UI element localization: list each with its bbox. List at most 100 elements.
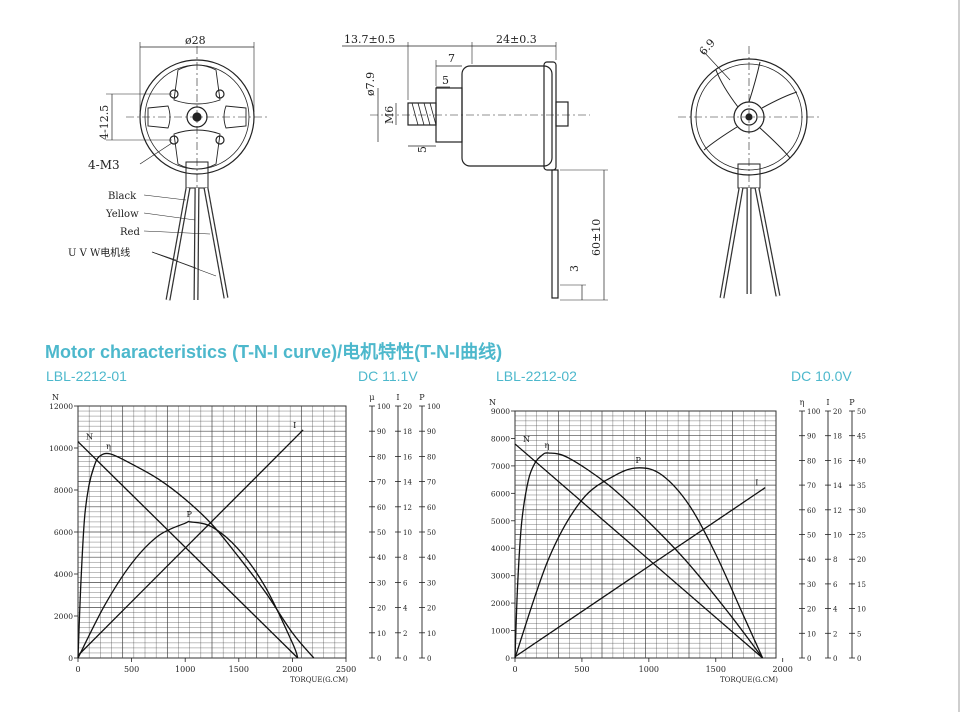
side-shaft-diameter-label: ø7.9 xyxy=(364,72,377,96)
chart-1-I-tick-label: 12 xyxy=(403,504,412,512)
chart-2-series-i xyxy=(514,487,766,658)
rear-view-labels: 6.9 xyxy=(697,36,718,58)
phase-wire-label: U V W电机线 xyxy=(68,246,130,259)
chart-2-n-axis-label: N xyxy=(489,398,496,407)
chart-1-voltage: DC 11.1V xyxy=(358,368,418,384)
rear-spoke-2 xyxy=(761,91,798,109)
chart-1-series-label-p: P xyxy=(187,510,193,519)
leader-yellow xyxy=(143,212,196,221)
chart-2-P-tick-label: 5 xyxy=(857,630,861,638)
side-collar-length-label: 7 xyxy=(448,52,455,65)
chart-1-I-tick-label: 8 xyxy=(403,554,407,562)
wire-label-black: Black xyxy=(108,191,137,202)
chart-1-P-tick-label: 20 xyxy=(427,605,436,613)
chart-2-P-tick-label: 25 xyxy=(857,532,866,540)
chart-2-P-tick-label: 30 xyxy=(857,507,866,515)
chart-1-I-tick-label: 6 xyxy=(403,579,408,587)
chart-1-series-label-n: N xyxy=(86,433,93,442)
chart-2-x-tick-label: 2000 xyxy=(773,665,793,674)
rear-spoke-5 xyxy=(748,61,761,103)
chart-1-P-tick-label: 70 xyxy=(427,479,436,487)
front-mount-spacing-label: 4-12.5 xyxy=(98,105,111,140)
rear-vent-label: 6.9 xyxy=(697,36,718,58)
chart-1-n-tick-label: 10000 xyxy=(49,444,73,453)
chart-2-n-tick-label: 3000 xyxy=(491,572,510,581)
rear-spoke-4 xyxy=(703,126,738,151)
chart-2-eta-tick-label: 10 xyxy=(807,630,816,638)
chart-1-P-tick-label: 50 xyxy=(427,529,436,537)
chart-2-x-tick-label: 1000 xyxy=(639,665,659,674)
side-thread-label: M6 xyxy=(383,106,396,124)
chart-1-P-tick-label: 0 xyxy=(427,655,431,663)
chart-1-series-n xyxy=(77,441,299,659)
chart-2-eta-tick-label: 60 xyxy=(807,507,816,515)
chart-2-P-tick-label: 35 xyxy=(857,482,866,490)
chart-1-eta-tick-label: 60 xyxy=(377,504,386,512)
chart-1-eta-tick-label: 20 xyxy=(377,605,386,613)
leader-black xyxy=(143,194,187,201)
chart-1-I-tick-label: 4 xyxy=(403,605,408,613)
chart-1-eta-tick-label: 80 xyxy=(377,453,386,461)
chart-1-P-tick-label: 80 xyxy=(427,453,436,461)
chart-2-I-tick-label: 14 xyxy=(833,482,842,490)
chart-1-n-tick-label: 0 xyxy=(68,654,73,663)
chart-2-n-tick-label: 5000 xyxy=(491,517,510,526)
chart-2-I-axis-label: I xyxy=(826,398,829,407)
chart-2-series-label-eta: η xyxy=(544,441,549,450)
chart-1-x-tick-label: 1000 xyxy=(175,665,195,674)
chart-2-I-tick-label: 12 xyxy=(833,507,842,515)
chart-1-P-tick-label: 10 xyxy=(427,630,436,638)
chart-2-I-tick-label: 6 xyxy=(833,581,838,589)
chart-2-n-tick-label: 6000 xyxy=(491,489,510,498)
chart-2-P-tick-label: 40 xyxy=(857,457,866,465)
side-collar-inner-label: 5 xyxy=(442,74,449,87)
chart-1-I-tick-label: 10 xyxy=(403,529,412,537)
rear-view xyxy=(678,46,822,299)
front-slot-left xyxy=(147,105,171,129)
chart-1-n-tick-label: 12000 xyxy=(49,402,73,411)
chart-2-n-tick-label: 4000 xyxy=(491,544,510,553)
chart-2-I-tick-label: 16 xyxy=(833,457,842,465)
chart-1-eta-tick-label: 10 xyxy=(377,630,386,638)
chart-2-I-tick-label: 20 xyxy=(833,408,842,416)
chart-1-P-tick-label: 90 xyxy=(427,428,436,436)
chart-2-eta-tick-label: 20 xyxy=(807,606,816,614)
section-title: Motor characteristics (T-N-I curve)/电机特性… xyxy=(45,342,503,362)
side-view-labels: 13.7±0.5 24±0.3 7 5 ø7.9 M6 5 60±10 3 xyxy=(344,33,603,272)
chart-1-eta-tick-label: 50 xyxy=(377,529,386,537)
chart-1-eta-tick-label: 30 xyxy=(377,579,386,587)
chart-1-x-axis-label: TORQUE(G.CM) xyxy=(290,676,348,684)
chart-2-eta-axis-label: η xyxy=(800,398,805,407)
chart-1-P-tick-label: 60 xyxy=(427,504,436,512)
chart-1-eta-axis-label: μ xyxy=(369,393,374,402)
chart-2-eta-tick-label: 80 xyxy=(807,457,816,465)
side-body-length-label: 24±0.3 xyxy=(496,33,537,46)
chart-2-series-label-i: I xyxy=(755,479,758,488)
chart-2-I-tick-label: 10 xyxy=(833,532,842,540)
front-view xyxy=(106,42,268,301)
chart-2-series-label-n: N xyxy=(523,435,530,444)
chart-1-I-tick-label: 18 xyxy=(403,428,412,436)
chart-2-eta-tick-label: 40 xyxy=(807,556,816,564)
chart-1-eta-tick-label: 0 xyxy=(377,655,381,663)
chart-2-x-axis-label: TORQUE(G.CM) xyxy=(720,676,778,684)
mount-hole-4 xyxy=(215,135,225,145)
chart-2-voltage: DC 10.0V xyxy=(791,368,852,384)
side-body xyxy=(461,65,553,167)
chart-1-series-label-i: I xyxy=(293,421,296,430)
chart-1-eta-tick-label: 100 xyxy=(377,403,390,411)
chart-1-x-tick-label: 2500 xyxy=(336,665,356,674)
chart-1-x-tick-label: 2000 xyxy=(282,665,302,674)
wire-label-yellow: Yellow xyxy=(105,209,139,220)
chart-2-I-tick-label: 18 xyxy=(833,433,842,441)
wire-1-inner xyxy=(166,187,190,301)
side-thread xyxy=(407,102,437,126)
chart-1-x-tick-label: 500 xyxy=(124,665,139,674)
side-lead-length-label: 60±10 xyxy=(590,219,603,256)
chart-2-n-tick-label: 2000 xyxy=(491,599,510,608)
chart-1-P-axis-label: P xyxy=(419,393,425,402)
chart-1-eta-tick-label: 70 xyxy=(377,479,386,487)
